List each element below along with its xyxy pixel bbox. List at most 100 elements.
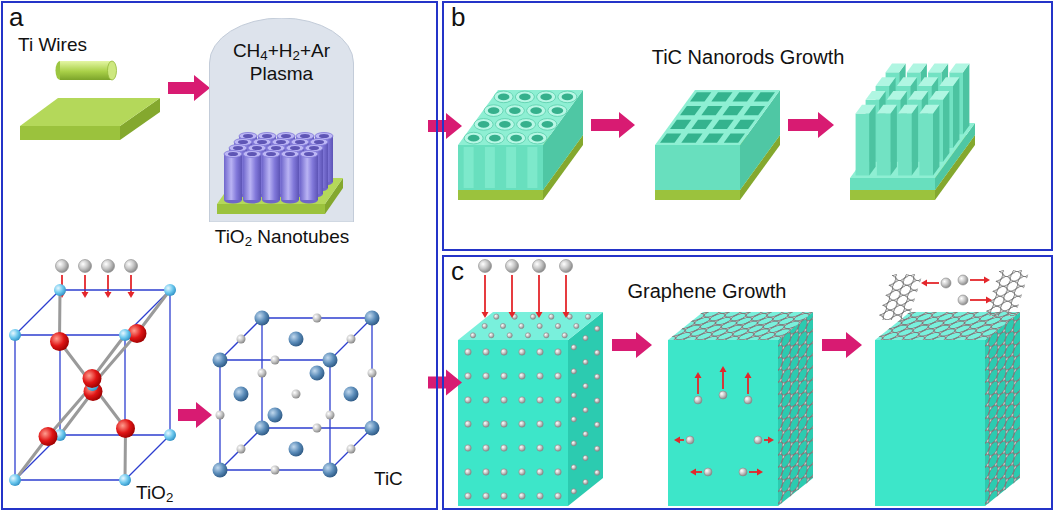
carbon-atom bbox=[992, 305, 996, 308]
carbon-atom bbox=[998, 285, 1002, 288]
carbon-atom bbox=[595, 350, 600, 355]
carbon-atom bbox=[688, 335, 693, 337]
carbon-atom bbox=[537, 421, 543, 427]
carbon-atom bbox=[782, 324, 787, 326]
tube-mouth bbox=[527, 105, 546, 117]
carbon-atom bbox=[519, 421, 525, 427]
carbon-atom bbox=[733, 324, 738, 326]
carbon-ring bbox=[721, 312, 744, 317]
red-arrow bbox=[970, 299, 986, 301]
carbon-atom bbox=[782, 503, 784, 506]
carbon-atom bbox=[549, 314, 554, 319]
carbon-atom bbox=[790, 442, 792, 447]
carbon-atom bbox=[780, 390, 782, 395]
carbon-ring bbox=[778, 499, 783, 506]
carbon-atom bbox=[995, 315, 999, 316]
carbon-atom bbox=[583, 383, 588, 388]
carbon-atom bbox=[986, 285, 990, 288]
carbon-atom bbox=[940, 324, 945, 326]
carbon-atom bbox=[952, 331, 957, 333]
carbon-atom bbox=[1011, 485, 1013, 490]
nanotube-hole bbox=[281, 134, 291, 138]
c-atom bbox=[368, 369, 377, 378]
carbon-atom bbox=[465, 445, 471, 451]
carbon-atom bbox=[796, 377, 798, 382]
carbon-atom bbox=[555, 493, 561, 499]
carbon-atom bbox=[804, 449, 806, 454]
carbon-atom bbox=[1011, 498, 1013, 503]
ti-foil-front bbox=[20, 126, 120, 140]
tube-mouth bbox=[464, 132, 483, 144]
carbon-atom bbox=[995, 486, 997, 491]
carbon-atom bbox=[908, 284, 912, 287]
carbon-ring bbox=[901, 312, 925, 314]
carbon-atom bbox=[1019, 461, 1020, 466]
carbon-atom bbox=[953, 328, 958, 330]
carbon-atom bbox=[989, 442, 991, 447]
carbon-atom bbox=[882, 319, 886, 320]
carbon-atom bbox=[807, 453, 809, 458]
carbon-atom bbox=[909, 309, 913, 312]
ti-atom bbox=[255, 421, 270, 436]
panel-frame: aCH4+H2+Ar Plasma bbox=[1, 1, 438, 510]
red-arrowhead bbox=[105, 292, 112, 298]
ti-atom bbox=[164, 429, 176, 441]
flow-arrow bbox=[428, 113, 462, 139]
carbon-atom bbox=[885, 309, 889, 312]
carbon-atom bbox=[919, 324, 924, 326]
unit-cell-edge bbox=[220, 428, 262, 470]
tic-nanorod-top bbox=[886, 64, 906, 73]
carbon-atom bbox=[465, 397, 471, 403]
tic-nanorod-top bbox=[949, 64, 969, 73]
carbon-atom bbox=[465, 421, 471, 427]
carbon-atom bbox=[974, 328, 979, 330]
carbon-atom bbox=[1006, 381, 1008, 386]
carbon-atom bbox=[988, 290, 992, 293]
red-arrowhead bbox=[768, 437, 774, 444]
panel-letter: b bbox=[451, 3, 465, 33]
carbon-atom bbox=[1003, 340, 1005, 345]
carbon-atom bbox=[799, 381, 801, 386]
tic-layer-front bbox=[850, 178, 935, 190]
red-arrowhead bbox=[509, 312, 516, 318]
carbon-atom bbox=[767, 328, 772, 330]
carbon-atom bbox=[898, 324, 903, 326]
carbon-atom bbox=[1014, 489, 1016, 494]
carbon-atom bbox=[1014, 344, 1016, 349]
carbon-atom bbox=[804, 461, 806, 466]
tube-hole bbox=[532, 135, 544, 142]
c-atom bbox=[216, 411, 225, 420]
carbon-ring bbox=[1002, 317, 1020, 325]
carbon-atom bbox=[796, 353, 798, 358]
carbon-atom bbox=[780, 354, 782, 359]
process-arrow bbox=[178, 402, 212, 428]
carbon-atom bbox=[1006, 320, 1008, 325]
tube-mouth bbox=[474, 119, 493, 131]
carbon-atom bbox=[796, 498, 798, 503]
carbon-atom bbox=[686, 436, 694, 444]
carbon-ring bbox=[985, 317, 990, 338]
red-arrowhead bbox=[674, 437, 680, 444]
carbon-atom bbox=[992, 316, 997, 318]
carbon-atom bbox=[799, 393, 801, 398]
panel-frame: cGraphene Growth bbox=[442, 255, 1053, 510]
carbon-atom bbox=[906, 299, 910, 302]
carbon-atom bbox=[682, 331, 687, 333]
carbon-atom bbox=[571, 417, 576, 422]
carbon-atom bbox=[908, 316, 913, 318]
carbon-atom bbox=[1003, 389, 1005, 394]
ti-substrate-front bbox=[458, 190, 543, 200]
carbon-atom bbox=[722, 316, 727, 318]
carbon-atom bbox=[804, 388, 806, 393]
ti-atom bbox=[289, 442, 304, 457]
nanotube-rim bbox=[262, 151, 280, 158]
carbon-ring bbox=[778, 312, 802, 314]
carbon-atom bbox=[1003, 328, 1005, 333]
carbon-atom bbox=[790, 321, 792, 326]
carbon-atom bbox=[723, 313, 728, 315]
carbon-atom bbox=[804, 340, 806, 345]
carbon-atom bbox=[1014, 441, 1016, 446]
carbon-atom bbox=[989, 394, 991, 399]
square-pit bbox=[724, 133, 745, 142]
carbon-atom bbox=[1003, 401, 1005, 406]
